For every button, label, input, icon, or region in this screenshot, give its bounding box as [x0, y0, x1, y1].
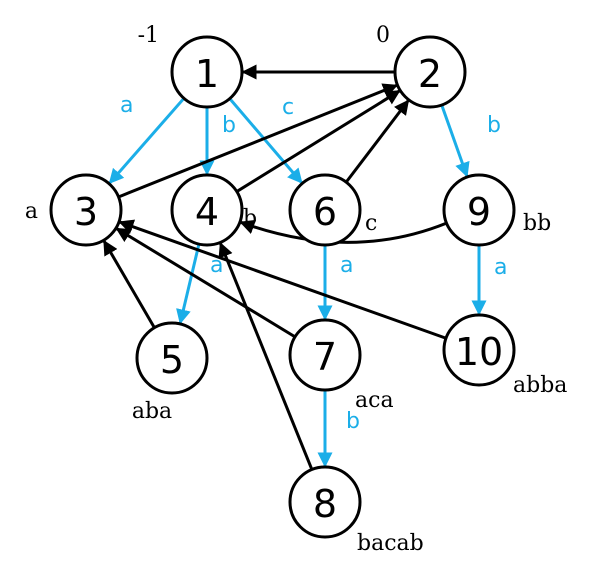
node-number-5: 5: [160, 338, 184, 382]
trie-edge-1-6: [228, 97, 303, 184]
node-10: 10 abba: [442, 313, 567, 398]
node-number-3: 3: [74, 190, 98, 234]
edge-label-4-5: a: [210, 253, 223, 278]
suffix-link-3-2: [117, 83, 398, 199]
node-string-8: bacab: [357, 531, 424, 556]
node-number-1: 1: [195, 52, 219, 96]
trie-edge-2-9: [440, 104, 470, 178]
node-number-2: 2: [418, 52, 442, 96]
node-string-6: c: [365, 211, 377, 236]
node-8: 8 bacab: [288, 465, 424, 556]
edge-label-1-6: c: [282, 95, 294, 120]
node-string-3: a: [25, 199, 38, 224]
node-number-7: 7: [313, 335, 337, 379]
suffix-link-6-2: [344, 99, 410, 184]
node-string-7: aca: [355, 388, 394, 413]
trie-edge-1-3: [108, 97, 186, 185]
edge-label-2-9: b: [487, 113, 501, 138]
edge-label-1-4: b: [222, 113, 236, 138]
node-number-6: 6: [313, 190, 337, 234]
edge-label-1-3: a: [120, 93, 133, 118]
suffix-link-5-3: [102, 239, 156, 329]
node-circle-3: [49, 173, 123, 247]
edge-label-9-10: a: [494, 255, 507, 280]
node-string-2: 0: [376, 23, 390, 48]
edge-label-7-8: b: [346, 409, 360, 434]
node-string-9: bb: [523, 211, 551, 236]
node-circle-4: [170, 173, 244, 247]
trie-edge-4-5: [176, 243, 201, 325]
node-circle-5: [135, 321, 209, 395]
node-number-8: 8: [313, 482, 337, 526]
suffix-link-7-3: [115, 227, 296, 339]
node-string-10: abba: [513, 373, 567, 398]
node-circle-8: [288, 465, 362, 539]
node-7: 7 aca: [288, 318, 394, 413]
node-number-4: 4: [195, 190, 219, 234]
suffix-link-10-3: [118, 219, 447, 340]
node-3: 3a: [25, 173, 123, 247]
node-circle-2: [393, 35, 467, 109]
node-circle-10: [442, 313, 516, 387]
node-circle-6: [288, 173, 362, 247]
node-string-1: -1: [138, 23, 159, 48]
node-1: 1 -1: [138, 23, 244, 109]
node-number-10: 10: [455, 330, 503, 374]
suffix-link-8-4: [218, 241, 314, 471]
node-5: 5 aba: [132, 321, 209, 424]
node-9: 9 bb: [442, 173, 551, 247]
edge-label-6-7: a: [340, 253, 353, 278]
node-circle-7: [288, 318, 362, 392]
node-string-4: b: [243, 206, 257, 231]
edges-layer: [102, 64, 487, 471]
node-number-9: 9: [467, 190, 491, 234]
node-2: 20: [376, 23, 467, 109]
node-string-5: aba: [132, 399, 172, 424]
node-circle-1: [170, 35, 244, 109]
node-circle-9: [442, 173, 516, 247]
suffix-link-4-2: [235, 89, 401, 193]
suffix-link-9-4: [239, 219, 448, 244]
